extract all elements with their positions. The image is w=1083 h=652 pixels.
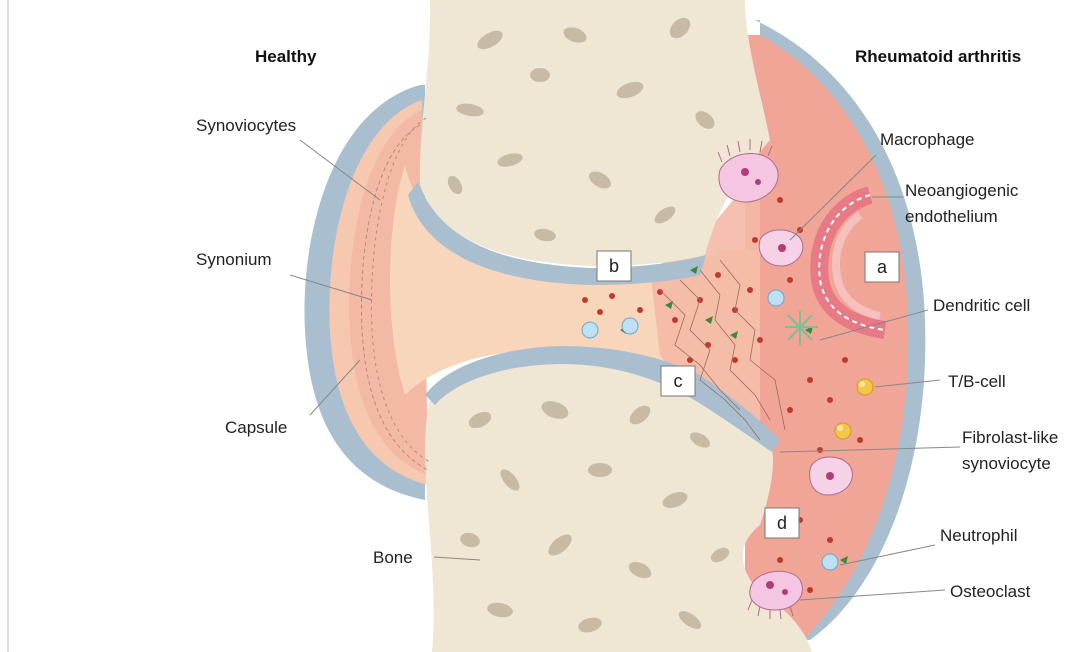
- label-neoangiogenic-2: endothelium: [905, 207, 998, 226]
- marker-d: d: [765, 508, 799, 538]
- macrophage-cell: [759, 230, 803, 266]
- label-osteoclast: Osteoclast: [950, 582, 1031, 601]
- marker-a-text: a: [877, 257, 888, 277]
- label-fibroblast-1: Fibrolast-like: [962, 428, 1058, 447]
- heading-rheumatoid-arthritis: Rheumatoid arthritis: [855, 47, 1021, 66]
- marker-b: b: [597, 251, 631, 281]
- marker-d-text: d: [777, 513, 787, 533]
- label-dendritic-cell: Dendritic cell: [933, 296, 1030, 315]
- heading-healthy: Healthy: [255, 47, 317, 66]
- marker-c-text: c: [674, 371, 683, 391]
- label-capsule: Capsule: [225, 418, 287, 437]
- label-fibroblast-2: synoviocyte: [962, 454, 1051, 473]
- marker-c: c: [661, 366, 695, 396]
- label-neutrophil: Neutrophil: [940, 526, 1018, 545]
- label-tb-cell: T/B-cell: [948, 372, 1006, 391]
- label-bone: Bone: [373, 548, 413, 567]
- label-macrophage: Macrophage: [880, 130, 975, 149]
- marker-b-text: b: [609, 256, 619, 276]
- label-synoviocytes: Synoviocytes: [196, 116, 296, 135]
- label-synonium: Synonium: [196, 250, 272, 269]
- marker-a: a: [865, 252, 899, 282]
- label-neoangiogenic-1: Neoangiogenic: [905, 181, 1019, 200]
